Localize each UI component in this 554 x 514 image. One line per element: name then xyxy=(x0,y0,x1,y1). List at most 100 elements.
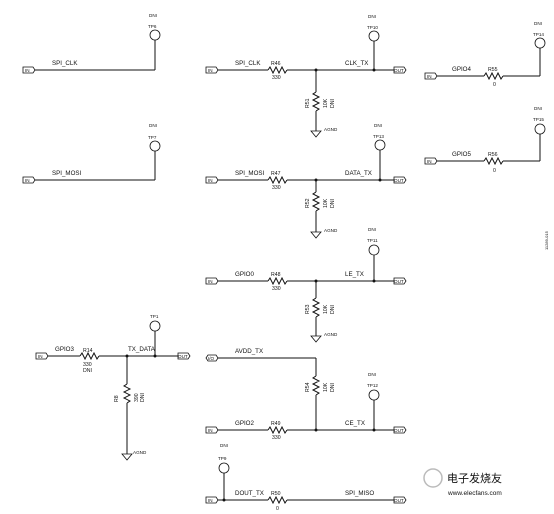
test-point-label: TP7 xyxy=(148,135,157,140)
resistor-icon xyxy=(79,351,100,361)
net-label: TX_DATA xyxy=(128,346,156,353)
net-gpio0-le-tx: IN GPIO0 R48 330 LE_TX OUT TP11 DNI R53 … xyxy=(205,227,407,343)
resistor-ref: R56 xyxy=(488,152,498,158)
port-label: IN xyxy=(38,354,43,359)
ground-label: AGND xyxy=(324,228,338,233)
resistor-ref: R49 xyxy=(271,421,281,427)
dni-label: DNI xyxy=(534,106,542,111)
test-point-label: TP13 xyxy=(373,134,384,139)
input-port xyxy=(205,66,219,74)
port-label: IN xyxy=(208,428,213,433)
ground-icon xyxy=(310,231,322,239)
net-gpio2-ce-tx: IN GPIO2 R49 330 CE_TX OUT TP12 DNI xyxy=(205,372,407,441)
resistor-icon xyxy=(311,91,321,112)
resistor-value: 0 xyxy=(493,168,496,174)
output-port xyxy=(393,176,407,184)
watermark-url: www.elecfans.com xyxy=(447,490,502,497)
resistor-note: DNI xyxy=(330,305,336,314)
test-point-label: TP14 xyxy=(533,32,544,37)
resistor-value: 330 xyxy=(272,75,281,81)
net-label: SPI_CLK xyxy=(52,60,78,67)
resistor-icon xyxy=(267,65,288,75)
dni-label: DNI xyxy=(220,443,228,448)
resistor-ref: R47 xyxy=(271,171,281,177)
document-id: 11289-015 xyxy=(544,230,549,250)
resistor-ref: R55 xyxy=(488,67,498,73)
port-label: IN xyxy=(208,498,213,503)
net-label: GPIO3 xyxy=(55,346,74,353)
resistor-icon xyxy=(267,495,288,505)
input-port xyxy=(424,157,438,165)
resistor-icon xyxy=(122,383,132,404)
resistor-value: 330 xyxy=(272,286,281,292)
test-point-icon xyxy=(534,37,546,49)
resistor-ref: R14 xyxy=(83,348,93,354)
resistor-value: 330 xyxy=(272,435,281,441)
port-label: I/O xyxy=(208,356,215,361)
output-port xyxy=(393,277,407,285)
net-label: SPI_MOSI xyxy=(52,170,82,177)
port-label: OUT xyxy=(178,354,188,359)
resistor-ref: R48 xyxy=(271,272,281,278)
resistor-value: 10K xyxy=(323,198,329,208)
resistor-ref: R51 xyxy=(305,98,311,108)
resistor-value: 0 xyxy=(276,506,279,512)
port-label: IN xyxy=(427,74,432,79)
resistor-ref: R53 xyxy=(305,304,311,314)
test-point-label: TP1 xyxy=(150,314,159,319)
ground-icon xyxy=(310,130,322,138)
resistor-ref: R46 xyxy=(271,61,281,67)
resistor-value: 10K xyxy=(323,98,329,108)
port-label: OUT xyxy=(394,68,404,73)
input-port xyxy=(205,277,219,285)
watermark-text: 电子发烧友 xyxy=(447,471,502,485)
net-label: DATA_TX xyxy=(345,170,372,177)
net-label: GPIO4 xyxy=(452,66,471,73)
dni-label: DNI xyxy=(534,21,542,26)
net-label: DOUT_TX xyxy=(235,490,264,497)
test-point-icon xyxy=(368,244,380,256)
input-port xyxy=(205,496,219,504)
port-label: OUT xyxy=(394,178,404,183)
input-port xyxy=(205,176,219,184)
input-port xyxy=(22,176,36,184)
test-point-icon xyxy=(218,462,230,474)
resistor-note: DNI xyxy=(330,199,336,208)
input-port xyxy=(22,66,36,74)
test-point-icon xyxy=(368,389,380,401)
port-label: OUT xyxy=(394,428,404,433)
test-point-label: TP15 xyxy=(533,117,544,122)
port-label: IN xyxy=(208,178,213,183)
test-point-icon xyxy=(149,320,161,332)
resistor-value: 10K xyxy=(323,382,329,392)
dni-label: DNI xyxy=(149,123,157,128)
resistor-value: 10K xyxy=(323,304,329,314)
output-port xyxy=(177,352,191,360)
net-spi-mosi-tp7: IN SPI_MOSI TP7 DNI xyxy=(22,123,161,184)
test-point-label: TP12 xyxy=(367,383,378,388)
dni-label: DNI xyxy=(149,13,157,18)
dni-label: DNI xyxy=(374,123,382,128)
net-avdd-tx: I/O AVDD_TX R54 10K DNI xyxy=(205,348,336,430)
port-label: IN xyxy=(208,279,213,284)
input-port xyxy=(424,72,438,80)
port-label: IN xyxy=(208,68,213,73)
net-spi-clk-tp6: IN SPI_CLK TP6 DNI xyxy=(22,13,161,74)
test-point-label: TP10 xyxy=(367,25,378,30)
output-port xyxy=(393,426,407,434)
resistor-ref: R8 xyxy=(114,395,120,402)
dni-label: DNI xyxy=(368,14,376,19)
test-point-label: TP6 xyxy=(148,24,157,29)
input-port xyxy=(205,426,219,434)
port-label: OUT xyxy=(394,498,404,503)
net-label: LE_TX xyxy=(345,271,364,278)
ground-label: AGND xyxy=(324,332,338,337)
test-point-icon xyxy=(149,29,161,41)
net-label: GPIO5 xyxy=(452,151,471,158)
resistor-icon xyxy=(267,425,288,435)
ground-label: AGND xyxy=(133,450,147,455)
ground-icon xyxy=(121,453,133,461)
ground-icon xyxy=(310,335,322,343)
resistor-value: 390 xyxy=(134,393,140,402)
